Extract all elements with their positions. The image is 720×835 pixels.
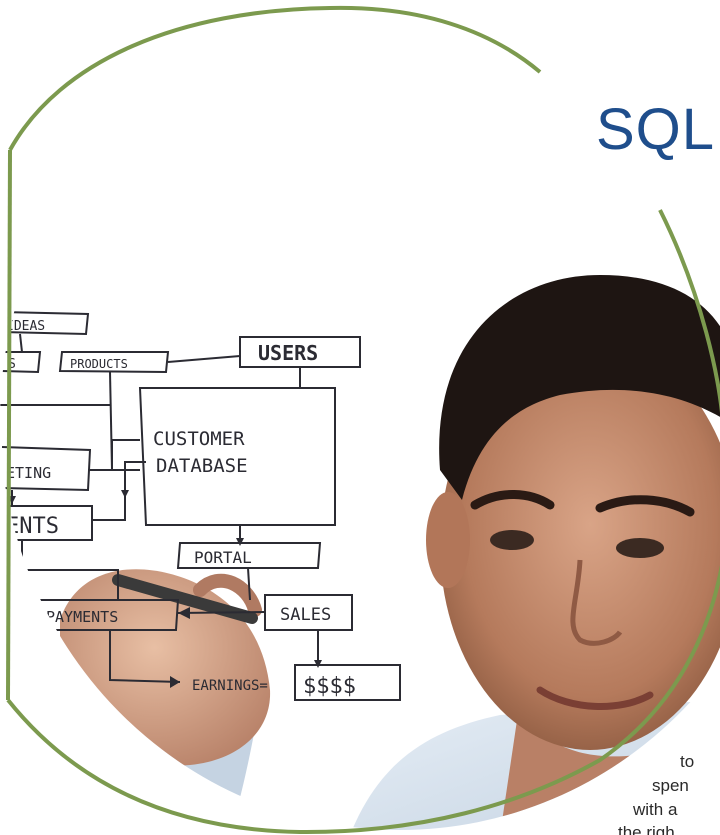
label-earnings: EARNINGS=	[192, 678, 268, 694]
label-database: DATABASE	[156, 455, 248, 477]
label-sales: SALES	[280, 605, 331, 625]
label-payments: PAYMENTS	[46, 608, 118, 626]
circle-border-left	[6, 149, 12, 701]
label-ideas: IDEAS	[6, 319, 45, 334]
slide-title: SQL	[596, 97, 716, 162]
label-money: $$$$	[303, 674, 356, 699]
label-customer: CUSTOMER	[153, 428, 245, 450]
label-marketing: ETING	[6, 464, 51, 482]
face	[440, 340, 720, 750]
label-stub: S	[8, 357, 16, 372]
label-users: USERS	[258, 341, 318, 365]
circle-border-right	[658, 209, 720, 414]
body-text-line-3: with a	[633, 800, 678, 819]
body-text-line-2: spen	[652, 776, 689, 795]
hair	[439, 275, 720, 500]
circle-border-top	[8, 5, 542, 151]
label-portal: PORTAL	[194, 548, 252, 567]
body-text-line-1: to	[680, 752, 695, 771]
label-events: ENTS	[6, 514, 59, 539]
body-text-line-4: the righ	[618, 823, 675, 835]
label-products: PRODUCTS	[70, 357, 128, 371]
circle-border-bottom	[6, 564, 720, 835]
